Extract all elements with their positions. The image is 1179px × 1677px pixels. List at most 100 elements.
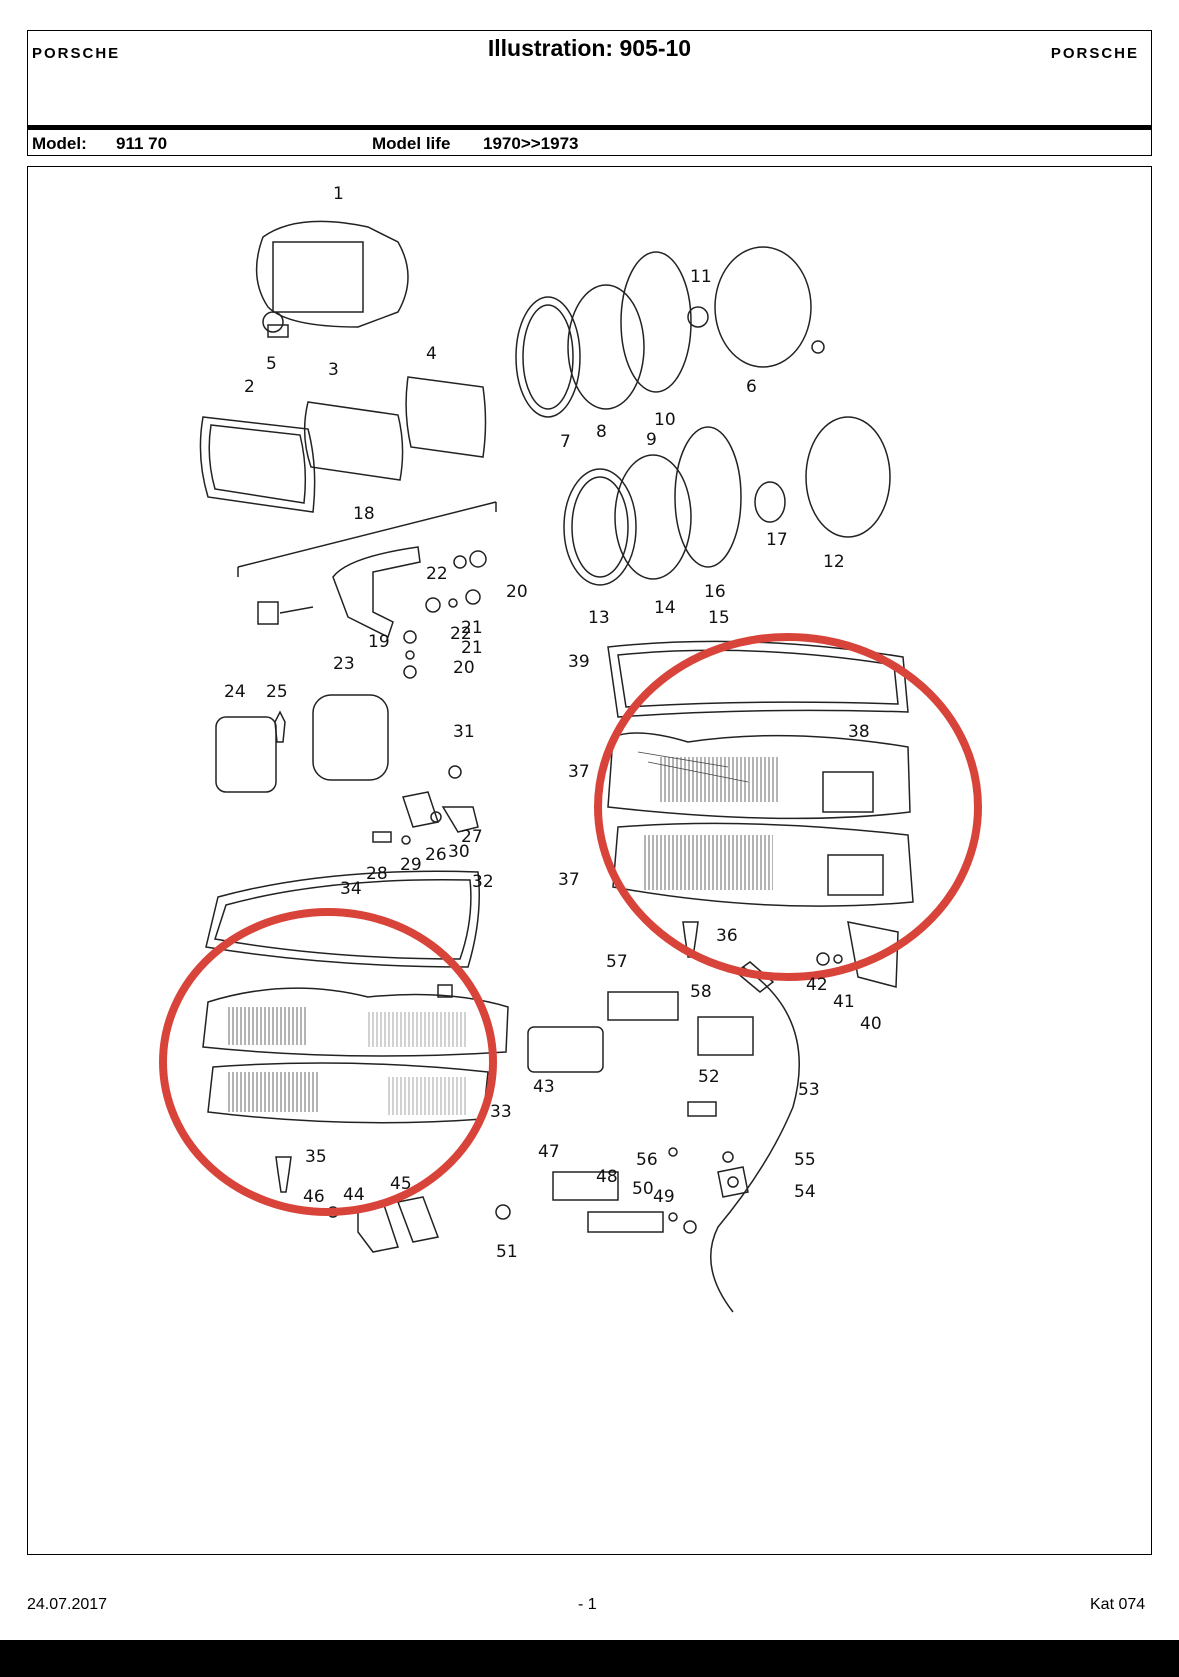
part-label-32: 32 xyxy=(472,872,494,892)
part-label-19: 19 xyxy=(368,632,390,652)
parts-diagram: 1234567891011121314151617181920202121222… xyxy=(159,184,982,1313)
part-6-lamp xyxy=(714,246,825,368)
part-label-12: 12 xyxy=(823,552,845,572)
part-35-clip xyxy=(437,984,453,998)
part-label-51: 51 xyxy=(496,1242,518,1262)
part-label-58: 58 xyxy=(690,982,712,1002)
part-59-module xyxy=(607,991,679,1021)
part-label-9: 9 xyxy=(646,430,657,450)
model-value: 911 70 xyxy=(116,134,168,153)
part-label-5: 5 xyxy=(266,354,277,374)
part-label-45: 45 xyxy=(390,1174,412,1194)
part-label-41: 41 xyxy=(833,992,855,1012)
part-label-44: 44 xyxy=(343,1185,365,1205)
part-label-52: 52 xyxy=(698,1067,720,1087)
part-label-25: 25 xyxy=(266,682,288,702)
part-label-20: 20 xyxy=(453,658,475,678)
part-label-6: 6 xyxy=(746,377,757,397)
model-label: Model: xyxy=(32,134,87,153)
part-label-17: 17 xyxy=(766,530,788,550)
part-label-30: 30 xyxy=(448,842,470,862)
part-33-lens-left xyxy=(202,987,509,1057)
part-label-3: 3 xyxy=(328,360,339,380)
footer-catalog: Kat 074 xyxy=(1090,1596,1146,1613)
parts-49-53 xyxy=(495,1171,697,1234)
part-label-36: 36 xyxy=(716,926,738,946)
part-label-21: 21 xyxy=(461,638,483,658)
part-10-seal xyxy=(620,251,692,393)
part-label-57: 57 xyxy=(606,952,628,972)
part-label-28: 28 xyxy=(366,864,388,884)
part-23-housing xyxy=(312,694,389,781)
part-label-22: 22 xyxy=(450,624,472,644)
part-label-10: 10 xyxy=(654,410,676,430)
part-24-lens xyxy=(215,716,277,793)
part-label-55: 55 xyxy=(794,1150,816,1170)
part-label-54: 54 xyxy=(794,1182,816,1202)
part-label-18: 18 xyxy=(353,504,375,524)
part-label-20: 20 xyxy=(506,582,528,602)
part-34-lens-left xyxy=(207,1062,489,1124)
highlight-circle-left xyxy=(159,908,497,1216)
part-3-lens xyxy=(303,401,404,481)
part-11-bulb xyxy=(687,306,709,328)
header-box: PORSCHE Illustration: 905-10 PORSCHE xyxy=(27,30,1152,126)
part-54-connector xyxy=(687,1101,717,1117)
highlight-circle-right xyxy=(594,633,982,981)
part-label-42: 42 xyxy=(806,975,828,995)
footer-page: - 1 xyxy=(578,1596,597,1613)
parts-43-44 xyxy=(816,952,843,966)
porsche-logo-left: PORSCHE xyxy=(32,45,121,62)
part-16-seal xyxy=(674,426,742,568)
part-label-53: 53 xyxy=(798,1080,820,1100)
part-label-1: 1 xyxy=(333,184,344,204)
small-hardware xyxy=(403,550,487,679)
footer-date: 24.07.2017 xyxy=(27,1596,108,1613)
model-bar: Model: 911 70 Model life 1970>>1973 xyxy=(27,126,1152,156)
parts-56-58 xyxy=(668,1147,749,1198)
model-life-value: 1970>>1973 xyxy=(483,134,579,153)
part-37-bulb-left xyxy=(275,1156,292,1193)
part-18-bracket-kit xyxy=(237,501,497,639)
part-label-43: 43 xyxy=(533,1077,555,1097)
part-label-14: 14 xyxy=(654,598,676,618)
part-label-31: 31 xyxy=(453,722,475,742)
part-label-23: 23 xyxy=(333,654,355,674)
part-label-24: 24 xyxy=(224,682,246,702)
part-36-seal-left xyxy=(205,870,480,968)
part-label-22: 22 xyxy=(426,564,448,584)
part-label-11: 11 xyxy=(690,267,712,287)
part-label-39: 39 xyxy=(568,652,590,672)
part-label-34: 34 xyxy=(340,879,362,899)
part-45-side-marker xyxy=(527,1026,604,1073)
part-label-33: 33 xyxy=(490,1102,512,1122)
part-12-lamp xyxy=(805,416,891,538)
parts-26-32-hardware xyxy=(372,765,479,845)
page-title: Illustration: 905-10 xyxy=(487,35,692,61)
part-25-bulb xyxy=(274,710,286,743)
part-label-37: 37 xyxy=(558,870,580,890)
part-42-housing xyxy=(847,921,899,988)
part-label-35: 35 xyxy=(305,1147,327,1167)
porsche-logo-right: PORSCHE xyxy=(1050,45,1139,62)
part-13-ring xyxy=(563,468,637,586)
part-1-fog-housing xyxy=(255,220,409,328)
part-17-bulb xyxy=(754,481,786,523)
part-38-lens-right xyxy=(607,732,911,820)
part-8-lens xyxy=(567,284,645,410)
part-label-16: 16 xyxy=(704,582,726,602)
bottom-bar xyxy=(0,1640,1179,1677)
part-label-2: 2 xyxy=(244,377,255,397)
model-life-label: Model life xyxy=(372,134,451,153)
part-label-47: 47 xyxy=(538,1142,560,1162)
part-label-21: 21 xyxy=(461,618,483,638)
part-55-cable xyxy=(710,961,800,1313)
part-5-bulb xyxy=(262,311,289,338)
part-60-relay xyxy=(697,1016,754,1056)
part-label-29: 29 xyxy=(400,855,422,875)
part-label-27: 27 xyxy=(461,827,483,847)
part-label-46: 46 xyxy=(303,1187,325,1207)
part-2-frame xyxy=(199,416,316,513)
